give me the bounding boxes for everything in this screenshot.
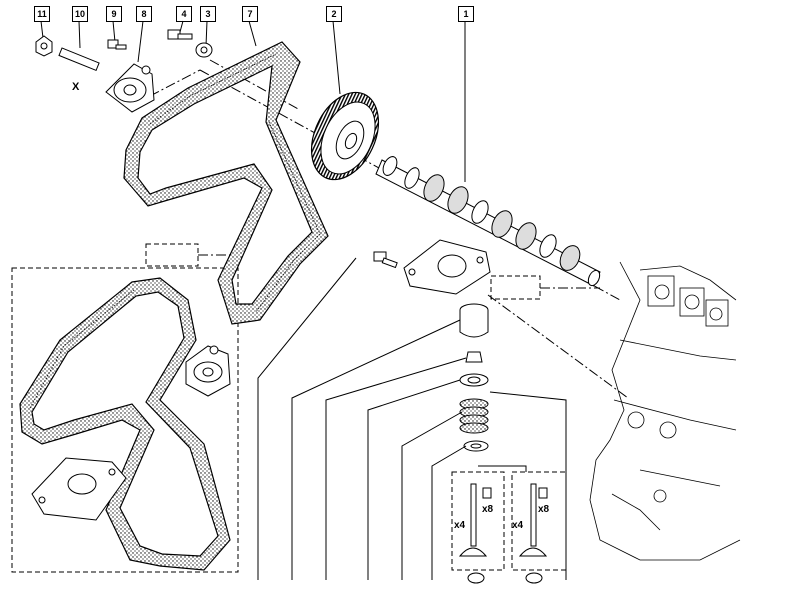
fasteners [35,29,398,269]
belt-tensioner-inset [185,345,231,397]
valve-qty-left-b: x8 [482,504,494,515]
callout-8: 8 [136,6,152,22]
camshaft-bearing-cap [403,239,491,295]
valves [458,483,548,584]
timing-belt-inset [19,277,231,571]
belt-tensioner-upper [105,63,155,113]
callout-7: 7 [242,6,258,22]
callout-10: 10 [72,6,88,22]
valve-leaders [257,257,567,580]
callout-11: 11 [34,6,50,22]
callout-2: 2 [326,6,342,22]
valve-train [459,303,489,452]
timing-belt-main [123,41,329,325]
leader-lines [40,20,466,182]
cylinder-head [589,261,741,561]
camshaft-sprocket [310,91,380,181]
bearing-plate-inset [31,457,127,521]
callout-9: 9 [106,6,122,22]
callout-4: 4 [176,6,192,22]
camshaft [375,156,601,287]
axis-lines [149,59,629,399]
valve-qty-right-a: x4 [512,520,524,531]
valve-qty-left-a: x4 [454,520,466,531]
callout-3: 3 [200,6,216,22]
reference-boxes [11,243,567,573]
valve-qty-right-b: x8 [538,504,550,515]
callout-1: 1 [458,6,474,22]
x-marker-label: X [72,81,80,93]
